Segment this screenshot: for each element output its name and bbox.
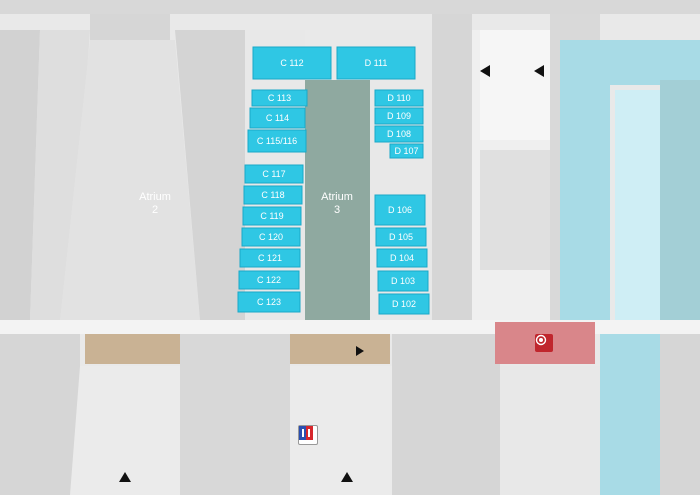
room-label-c121[interactable]: C 121	[257, 253, 283, 263]
room-label-c112[interactable]: C 112	[280, 58, 304, 68]
room-label-d111[interactable]: D 111	[364, 58, 388, 68]
atrium-3-area	[300, 80, 372, 320]
room-label-d104[interactable]: D 104	[389, 253, 415, 263]
room-d107[interactable]	[389, 143, 424, 159]
room-label-c117[interactable]: C 117	[262, 169, 286, 179]
room-d102[interactable]	[378, 293, 430, 315]
room-d106[interactable]	[374, 194, 426, 226]
room-c118[interactable]	[243, 185, 303, 205]
entrance-arrow-icon[interactable]	[480, 65, 490, 77]
room-label-c118[interactable]: C 118	[261, 190, 285, 200]
room-label-c123[interactable]: C 123	[256, 297, 282, 307]
room-label-d105[interactable]: D 105	[388, 232, 414, 242]
room-c122[interactable]	[238, 270, 300, 290]
atrium-2-number: 2	[151, 204, 159, 216]
room-label-c115[interactable]: C 115/116	[256, 136, 298, 146]
room-label-d108[interactable]: D 108	[386, 129, 412, 139]
room-c123[interactable]	[237, 291, 301, 313]
room-c117[interactable]	[244, 164, 304, 184]
room-label-d103[interactable]: D 103	[390, 276, 416, 286]
room-label-c114[interactable]: C 114	[265, 113, 290, 123]
atrium-2-label: Atrium 2	[139, 191, 171, 217]
atrium-2-area	[60, 40, 200, 320]
restaurant-plate-icon	[535, 334, 547, 346]
room-label-d109[interactable]: D 109	[386, 111, 412, 121]
room-d104[interactable]	[376, 248, 428, 268]
room-c120[interactable]	[241, 227, 301, 247]
room-d111[interactable]	[336, 46, 416, 80]
atrium-3-label: Atrium 3	[321, 191, 353, 217]
info-point-icon[interactable]	[298, 425, 318, 445]
room-label-d106[interactable]: D 106	[387, 205, 413, 215]
room-label-c122[interactable]: C 122	[256, 275, 282, 285]
atrium-2-name: Atrium	[139, 191, 171, 203]
entrance-arrow-icon[interactable]	[534, 65, 544, 77]
room-d110[interactable]	[374, 89, 424, 107]
atrium-3-number: 3	[333, 204, 341, 216]
room-c113[interactable]	[251, 89, 308, 107]
info-sign-icon	[299, 426, 313, 440]
room-d108[interactable]	[374, 125, 424, 143]
entrance-arrow-icon[interactable]	[119, 472, 131, 482]
atrium-3-name: Atrium	[321, 191, 353, 203]
room-label-c119[interactable]: C 119	[260, 211, 284, 221]
room-c112[interactable]	[252, 46, 332, 80]
room-label-d102[interactable]: D 102	[391, 299, 417, 309]
room-c114[interactable]	[249, 107, 306, 129]
room-label-d110[interactable]: D 110	[387, 93, 411, 103]
room-label-d107[interactable]: D 107	[394, 146, 419, 156]
room-c121[interactable]	[239, 248, 301, 268]
room-d103[interactable]	[377, 270, 429, 292]
restaurant-icon[interactable]	[535, 334, 553, 352]
entrance-arrow-icon[interactable]	[341, 472, 353, 482]
room-c115[interactable]	[247, 129, 307, 153]
room-label-c120[interactable]: C 120	[258, 232, 284, 242]
room-d105[interactable]	[375, 227, 427, 247]
room-label-c113[interactable]: C 113	[267, 93, 292, 103]
room-d109[interactable]	[374, 107, 424, 125]
room-c119[interactable]	[242, 206, 302, 226]
direction-arrow-icon[interactable]	[356, 346, 364, 356]
